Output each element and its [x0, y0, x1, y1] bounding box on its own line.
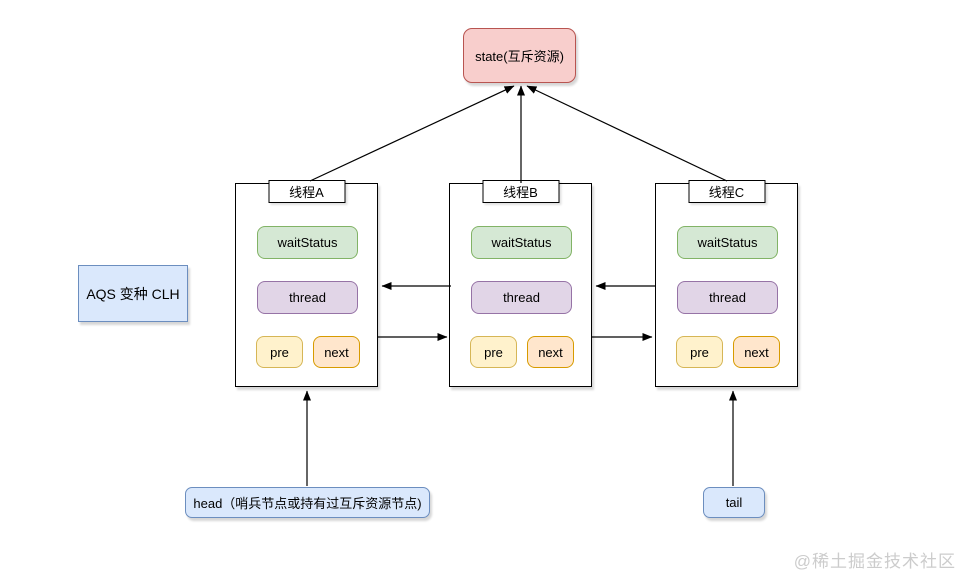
next-field: next	[733, 336, 780, 368]
thread-field: thread	[677, 281, 778, 314]
aqs-clh-label: AQS 变种 CLH	[78, 265, 188, 322]
watermark: @稀土掘金技术社区	[793, 552, 956, 571]
waitstatus-field: waitStatus	[471, 226, 572, 259]
pre-field: pre	[256, 336, 303, 368]
thread-field: thread	[471, 281, 572, 314]
next-field: next	[527, 336, 574, 368]
waitstatus-field: waitStatus	[677, 226, 778, 259]
pre-field: pre	[470, 336, 517, 368]
arrow-node-c-to-state	[526, 85, 728, 182]
node-title: 线程C	[688, 180, 765, 203]
state-box: state(互斥资源)	[463, 28, 576, 83]
arrow-node-a-to-state	[309, 85, 515, 182]
node-title: 线程A	[268, 180, 345, 203]
waitstatus-field: waitStatus	[257, 226, 358, 259]
thread-node-c: 线程C waitStatus thread pre next	[655, 180, 798, 387]
pre-field: pre	[676, 336, 723, 368]
thread-node-a: 线程A waitStatus thread pre next	[235, 180, 378, 387]
node-title: 线程B	[482, 180, 559, 203]
head-label: head（哨兵节点或持有过互斥资源节点)	[185, 487, 430, 518]
tail-label: tail	[703, 487, 765, 518]
thread-node-b: 线程B waitStatus thread pre next	[449, 180, 592, 387]
thread-field: thread	[257, 281, 358, 314]
next-field: next	[313, 336, 360, 368]
